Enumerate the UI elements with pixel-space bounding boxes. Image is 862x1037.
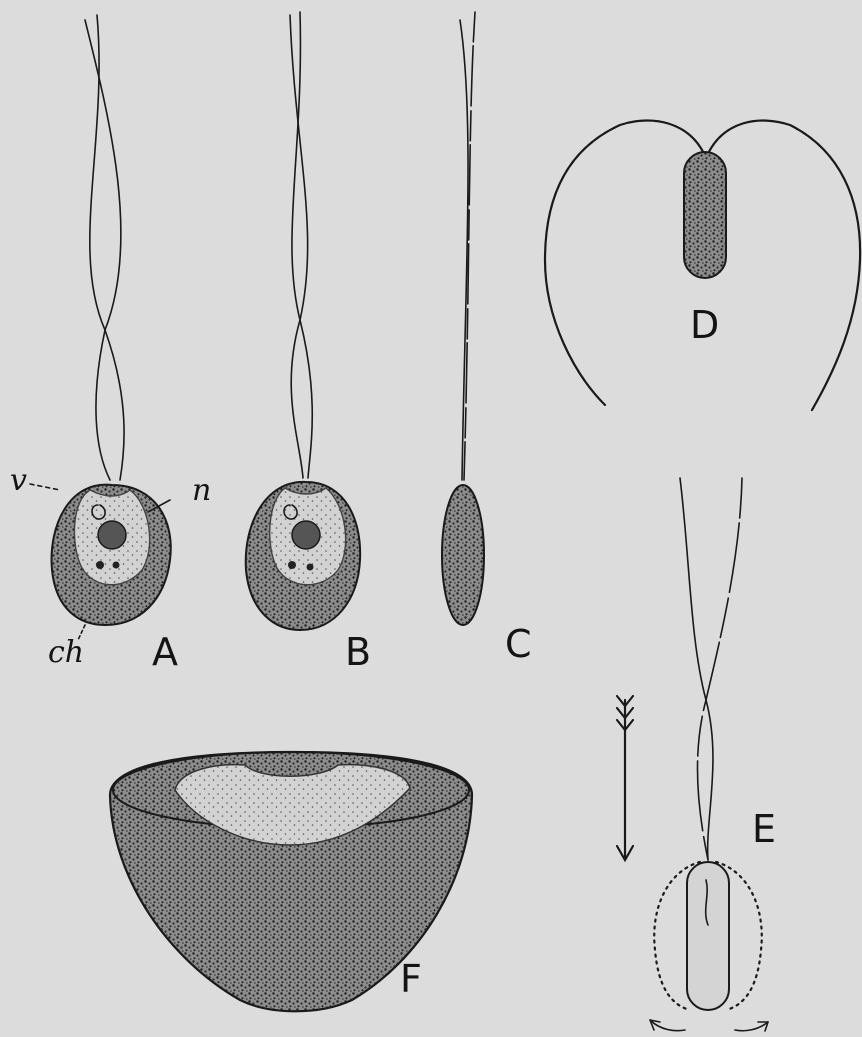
label-chloroplast: ch xyxy=(48,635,84,670)
flagellum-c-1 xyxy=(460,20,468,480)
chloroplast-cup-f: F xyxy=(110,752,472,1011)
swing-arrow-right xyxy=(735,1022,768,1031)
cell-b-nucleus xyxy=(292,521,320,549)
cell-b: B xyxy=(246,12,371,674)
label-vacuole: v xyxy=(10,463,27,498)
flagellum-a-2 xyxy=(90,15,124,480)
flagellum-e-1 xyxy=(680,478,713,860)
cell-c: C xyxy=(442,12,532,666)
panel-label-d: D xyxy=(690,303,719,347)
label-nucleus: n xyxy=(192,473,211,508)
panel-label-a: A xyxy=(152,630,178,674)
panel-label-e: E xyxy=(752,807,776,851)
flagellum-d-right xyxy=(706,121,860,410)
panel-label-f: F xyxy=(400,957,422,1001)
cell-d: D xyxy=(545,121,860,410)
cell-c-body xyxy=(442,485,484,625)
flagellum-d-left xyxy=(545,121,706,405)
cell-a-nucleus xyxy=(98,521,126,549)
motion-arrow xyxy=(617,696,633,860)
cell-a: v n ch A xyxy=(10,15,211,674)
panel-label-c: C xyxy=(505,622,532,666)
flagellum-e-2 xyxy=(697,478,742,860)
cell-e: E xyxy=(650,478,776,1031)
cell-e-body xyxy=(687,862,729,1010)
cell-d-body xyxy=(684,152,726,278)
leader-v xyxy=(30,484,60,490)
panel-label-b: B xyxy=(345,630,371,674)
